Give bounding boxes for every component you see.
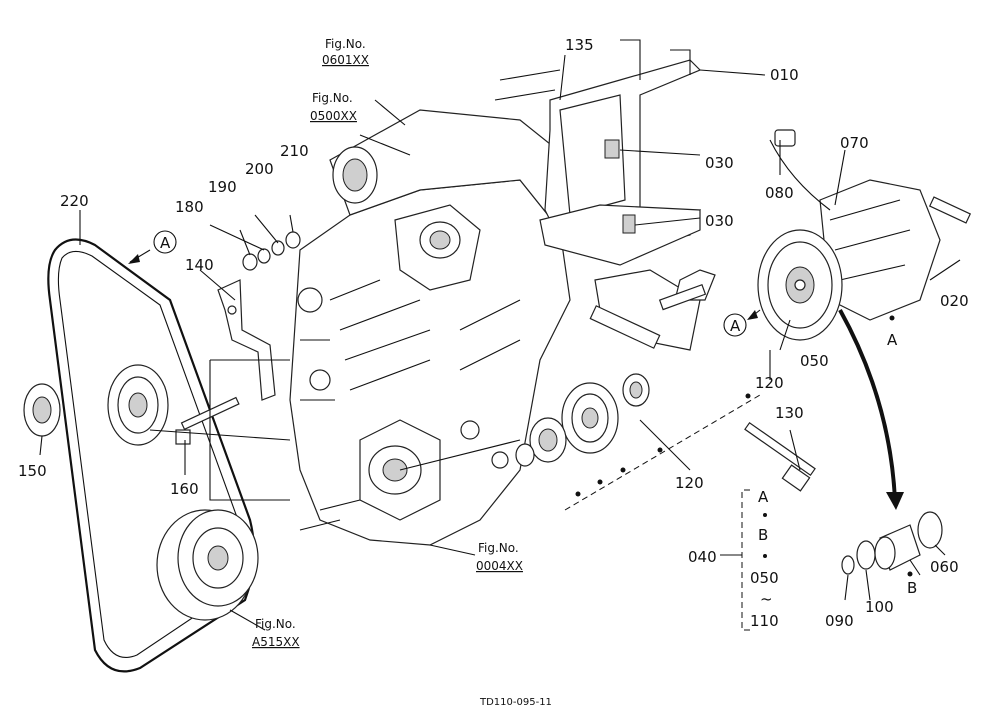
compressor-icon (757, 129, 972, 341)
doc-code: TD110-095-11 (479, 697, 552, 708)
fig-ref-code-2: 0500XX (310, 109, 357, 123)
callout-180: 180 (175, 198, 204, 216)
callout-080: 090 (825, 612, 854, 630)
marker-a-left: A (160, 234, 171, 252)
callout-160: 160 (170, 480, 199, 498)
callout-070: 080 (765, 184, 794, 202)
callout-030: 030 (705, 154, 734, 172)
fig-ref-label-2: Fig.No. (312, 91, 353, 105)
callout-030-b: 030 (705, 212, 734, 230)
callout-050: 050 (800, 352, 829, 370)
engine-block (289, 109, 571, 546)
fig-ref-label-1: Fig.No. (325, 37, 366, 51)
callout-210: 210 (280, 142, 309, 160)
callout-060: 070 (840, 134, 869, 152)
callout-150: 150 (18, 462, 47, 480)
group-b: B (758, 526, 768, 544)
callout-120-label: 120 (675, 474, 704, 492)
callout-140: 140 (185, 256, 214, 274)
group-110: 110 (750, 612, 779, 630)
callout-labels: 135 010 070 030 080 030 020 050 120 130 … (18, 36, 969, 630)
callout-100: 100 (865, 598, 894, 616)
callout-130: 130 (775, 404, 804, 422)
callout-020: 020 (940, 292, 969, 310)
callout-110: 120 (755, 374, 784, 392)
marker-labels: A A A B A B 050 ~ 110 (160, 234, 917, 630)
callout-200: 200 (245, 160, 274, 178)
figure-references: Fig.No. 0601XX Fig.No. 0500XX Fig.No. 00… (252, 37, 523, 649)
group-050: 050 (750, 569, 779, 587)
group-a: A (758, 488, 769, 506)
mounting-bracket (494, 39, 702, 351)
reference-dots (575, 315, 913, 577)
fig-ref-code-3: 0004XX (476, 559, 523, 573)
bracket-icon (175, 279, 276, 445)
clutch-parts (841, 511, 943, 575)
fig-ref-code-1: 0601XX (322, 53, 369, 67)
callout-220: 220 (60, 192, 89, 210)
callout-010: 010 (770, 66, 799, 84)
idler-pulley-group (515, 269, 716, 467)
callout-040: 040 (688, 548, 717, 566)
callout-190: 190 (208, 178, 237, 196)
arrow-icon (886, 492, 904, 510)
marker-b-clutch: B (907, 579, 917, 597)
callout-135: 135 (565, 36, 594, 54)
arrow-icon (838, 309, 897, 501)
fig-ref-label-3: Fig.No. (478, 541, 519, 555)
fig-ref-code-4: A515XX (252, 635, 300, 649)
washer-stack (242, 231, 301, 271)
crank-pulley (156, 509, 259, 621)
leader-lines (39, 54, 961, 631)
bolt-icon (744, 421, 816, 492)
pulley-icon (23, 364, 169, 446)
marker-a-compressor: A (887, 331, 898, 349)
marker-a-right: A (730, 317, 741, 335)
fig-ref-label-4: Fig.No. (255, 617, 296, 631)
group-bracket (741, 489, 750, 631)
callout-090: 060 (930, 558, 959, 576)
svg-text:~: ~ (760, 590, 773, 608)
